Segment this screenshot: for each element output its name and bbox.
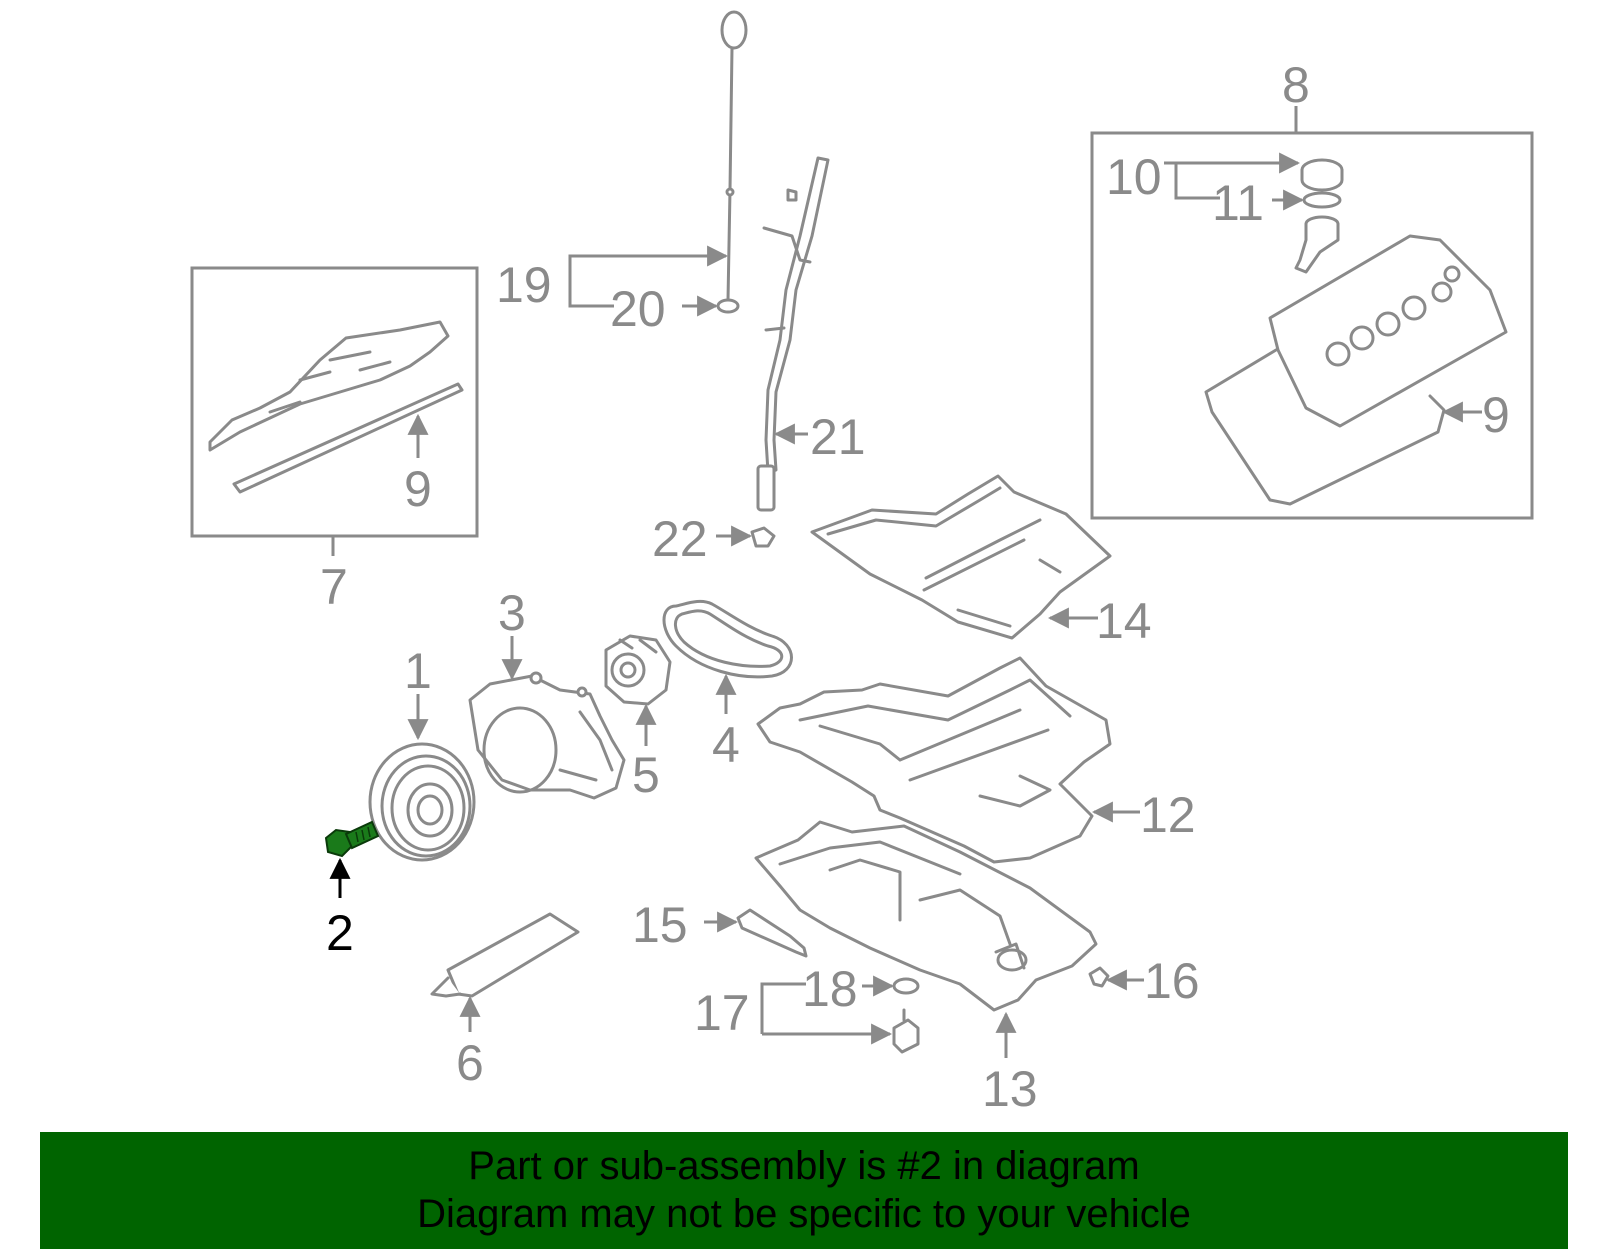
leader-10-11-bracket: [1174, 163, 1220, 200]
crankshaft-pulley[interactable]: [368, 742, 476, 862]
callout-14: 14: [1096, 593, 1152, 649]
assembly-box-8: [1090, 131, 1534, 520]
valve-cover-left[interactable]: [208, 320, 450, 452]
callout-10: 10: [1106, 149, 1162, 205]
callout-3: 3: [498, 585, 526, 641]
info-banner: Part or sub-assembly is #2 in diagram Di…: [40, 1132, 1568, 1249]
callout-12: 12: [1140, 787, 1196, 843]
dipstick-seal[interactable]: [716, 298, 740, 314]
lower-oil-pan[interactable]: [754, 820, 1098, 1012]
leader-17-bracket: [760, 982, 806, 1008]
callout-5: 5: [632, 747, 660, 803]
crankshaft-pulley-bolt[interactable]: [324, 820, 380, 858]
dipstick[interactable]: [720, 10, 748, 302]
sealant-tube-large[interactable]: [430, 912, 580, 998]
banner-line-1: Part or sub-assembly is #2 in diagram: [468, 1144, 1140, 1188]
callout-20: 20: [610, 281, 666, 337]
oil-filler-cap[interactable]: [1300, 158, 1344, 192]
callout-1: 1: [404, 643, 432, 699]
filler-seal[interactable]: [1302, 191, 1342, 209]
filler-neck[interactable]: [1294, 215, 1340, 274]
sealant-tube-small[interactable]: [736, 908, 808, 958]
leader-19-bracket: [568, 254, 724, 280]
callout-2: 2: [326, 905, 354, 961]
oil-level-sensor-seal[interactable]: [892, 977, 920, 995]
belt-tensioner[interactable]: [604, 634, 672, 706]
dipstick-tube[interactable]: [756, 156, 830, 512]
callout-19: 19: [496, 257, 552, 313]
callout-22: 22: [652, 511, 708, 567]
oil-pan-baffle[interactable]: [810, 474, 1112, 640]
drain-plug[interactable]: [1088, 966, 1110, 988]
callout-16: 16: [1144, 953, 1200, 1009]
callout-9-right: 9: [1482, 387, 1510, 443]
callout-9-left: 9: [404, 461, 432, 517]
leader-19-lower: [568, 280, 614, 308]
valve-cover-right[interactable]: [1268, 234, 1508, 428]
callout-6: 6: [456, 1035, 484, 1091]
valve-cover-gasket-left[interactable]: [232, 382, 464, 494]
oil-level-sensor[interactable]: [892, 1008, 920, 1054]
callout-13: 13: [982, 1061, 1038, 1117]
callout-8: 8: [1282, 57, 1310, 113]
dipstick-tube-nut[interactable]: [750, 526, 776, 548]
callout-21: 21: [810, 409, 866, 465]
callout-18: 18: [802, 961, 858, 1017]
callout-17: 17: [694, 985, 750, 1041]
timing-cover[interactable]: [468, 671, 626, 800]
callout-15: 15: [632, 897, 688, 953]
drive-belt[interactable]: [662, 599, 793, 679]
parts-diagram: 9 7 8 10 11 9 19 2: [190, 10, 1534, 1117]
banner-line-2: Diagram may not be specific to your vehi…: [417, 1192, 1191, 1236]
callout-11: 11: [1212, 175, 1264, 231]
upper-oil-pan[interactable]: [756, 656, 1112, 864]
callout-7: 7: [320, 559, 348, 615]
callout-4: 4: [712, 717, 740, 773]
